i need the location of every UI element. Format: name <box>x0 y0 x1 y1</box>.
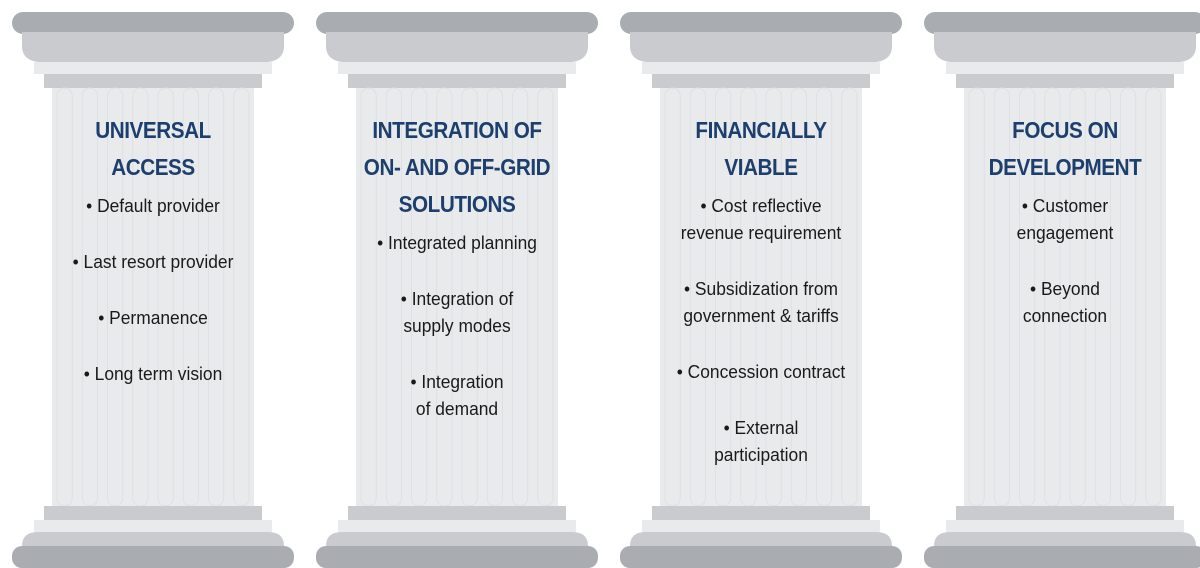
bullet-item: • Customer engagement <box>957 192 1173 246</box>
pillar-title-line: UNIVERSAL <box>95 117 211 143</box>
bullet-text: government & tariffs <box>683 305 839 326</box>
bullet-text: • Integrated planning <box>377 232 537 253</box>
pillar-title-line: DEVELOPMENT <box>988 154 1142 180</box>
bullet-item: • Last resort provider <box>45 248 261 275</box>
bullet-text: • Permanence <box>98 307 208 328</box>
bullet-text: connection <box>1022 305 1108 326</box>
bullet-text: supply modes <box>403 315 511 336</box>
bullet-text: engagement <box>1016 222 1114 243</box>
pillar-title: INTEGRATION OF ON- AND OFF-GRID SOLUTIONS <box>354 112 561 223</box>
bullet-item: • External participation <box>653 414 869 468</box>
bullet-list: • Customer engagement • Beyond connection <box>950 192 1180 329</box>
bullet-item: • Beyond connection <box>957 275 1173 329</box>
pillar-2: INTEGRATION OF ON- AND OFF-GRID SOLUTIONS •… <box>312 0 602 568</box>
bullet-item: • Subsidization from government & tariffs <box>653 275 869 329</box>
pillar-title-line: FINANCIALLY <box>695 117 827 143</box>
bullet-item: • Integration of demand <box>349 368 565 422</box>
bullet-list: • Integrated planning • Integration of sup… <box>342 229 572 422</box>
bullet-text: • Subsidization from <box>684 278 838 299</box>
pillar-title-line: INTEGRATION OF <box>372 117 542 143</box>
bullet-list: • Cost reflective revenue requirement • Su… <box>646 192 876 468</box>
pillar-column-graphic <box>924 12 1200 568</box>
bullet-item: • Permanence <box>45 304 261 331</box>
bullet-text: participation <box>714 444 808 465</box>
bullet-text: revenue requirement <box>680 222 842 243</box>
pillar-1: UNIVERSAL ACCESS • Default provider • Last … <box>8 0 298 568</box>
bullet-text: • External <box>723 417 799 438</box>
bullet-text: • Integration <box>410 371 504 392</box>
bullet-text: • Default provider <box>86 195 220 216</box>
bullet-text: of demand <box>415 398 499 419</box>
pillar-title-line: FOCUS ON <box>1012 117 1118 143</box>
bullet-item: • Integrated planning <box>349 229 565 256</box>
pillar-column-graphic <box>620 12 902 568</box>
bullet-text: • Beyond <box>1030 278 1100 299</box>
pillar-column-graphic <box>316 12 598 568</box>
bullet-text: • Integration of <box>400 288 514 309</box>
bullet-item: • Long term vision <box>45 360 261 387</box>
pillar-content: FINANCIALLY VIABLE • Cost reflective revenu… <box>646 112 876 497</box>
bullet-item: • Default provider <box>45 192 261 219</box>
bullet-item: • Concession contract <box>653 358 869 385</box>
pillar-title-line: ON- AND OFF-GRID <box>363 154 551 180</box>
pillar-title: UNIVERSAL ACCESS <box>50 112 257 186</box>
pillar-title-line: SOLUTIONS <box>398 191 516 217</box>
pillar-title: FINANCIALLY VIABLE <box>658 112 865 186</box>
pillar-content: INTEGRATION OF ON- AND OFF-GRID SOLUTIONS •… <box>342 112 572 451</box>
bullet-item: • Cost reflective revenue requirement <box>653 192 869 246</box>
pillar-title-line: VIABLE <box>724 154 798 180</box>
pillar-content: UNIVERSAL ACCESS • Default provider • Last … <box>38 112 268 416</box>
pillar-3: FINANCIALLY VIABLE • Cost reflective revenu… <box>616 0 906 568</box>
bullet-text: • Long term vision <box>83 363 223 384</box>
pillar-column-graphic <box>12 12 294 568</box>
bullet-list: • Default provider • Last resort provider… <box>38 192 268 387</box>
bullet-text: • Last resort provider <box>72 251 234 272</box>
bullet-item: • Integration of supply modes <box>349 285 565 339</box>
bullet-text: • Customer <box>1021 195 1109 216</box>
bullet-text: • Cost reflective <box>700 195 822 216</box>
bullet-text: • Concession contract <box>676 361 846 382</box>
pillar-title-line: ACCESS <box>111 154 195 180</box>
pillar-title: FOCUS ON DEVELOPMENT <box>962 112 1169 186</box>
